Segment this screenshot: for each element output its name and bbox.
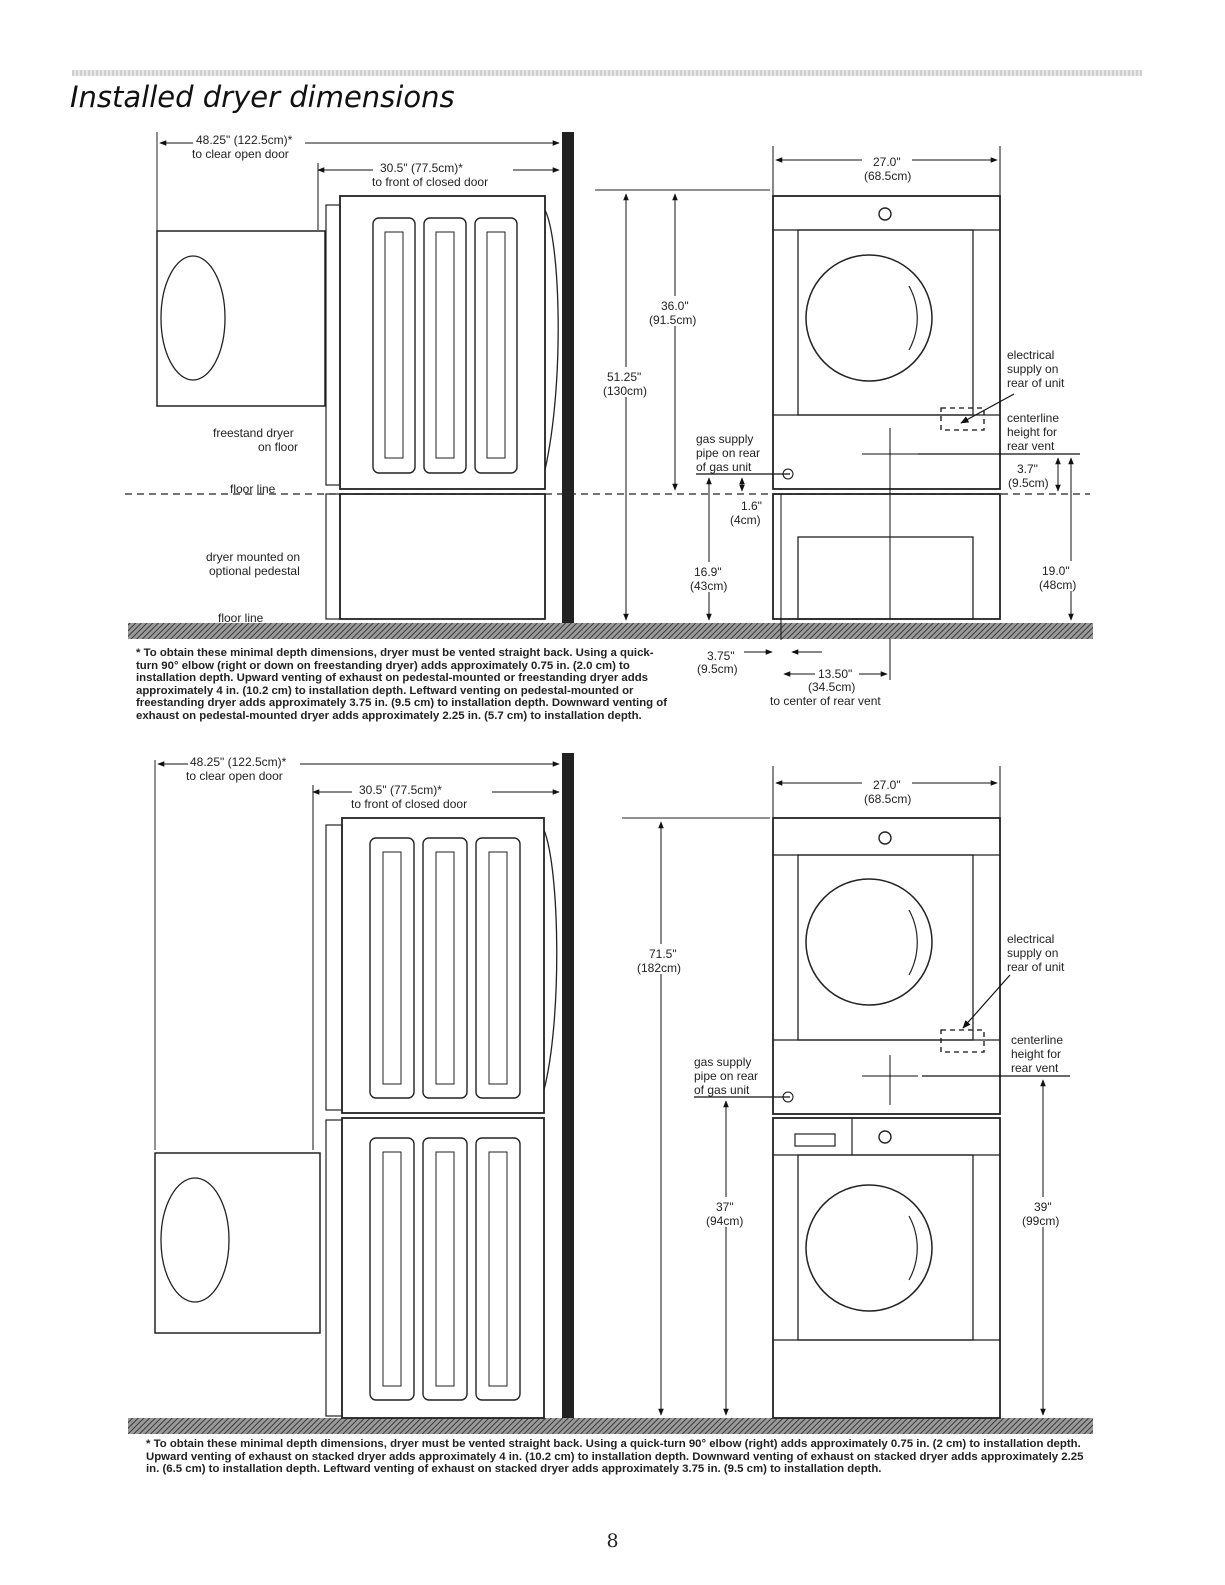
electrical-3: rear of unit [1007, 376, 1065, 390]
height-19-cm: (48cm) [1039, 578, 1076, 592]
width-27-lower-cm: (68.5cm) [864, 792, 911, 806]
washer-side-stacked-bottom [341, 1117, 545, 1419]
height-16-label: 1.6" [741, 499, 762, 513]
height-715-cm: (182cm) [637, 961, 681, 975]
pedestal-label-1: dryer mounted on [206, 550, 300, 564]
dryer-side-upper [339, 195, 546, 490]
centerline-1: centerline [1007, 411, 1059, 425]
height-5125-cm: (130cm) [603, 384, 647, 398]
floor-hatch [128, 623, 1093, 639]
clear-open-door-label: 48.25" (122.5cm)* [196, 133, 293, 147]
front-closed-door-label-lower: 30.5" (77.5cm)* [359, 783, 442, 797]
floor-line-label-2: floor line [218, 611, 264, 625]
front-closed-door-sub-lower: to front of closed door [351, 797, 467, 811]
centerline-2: height for [1007, 425, 1057, 439]
upper-footnote: * To obtain these minimal depth dimensio… [136, 647, 668, 722]
front-closed-door-sub: to front of closed door [372, 175, 488, 189]
open-door [156, 230, 326, 407]
gas-supply-lower-2: pipe on rear [694, 1069, 758, 1083]
height-39-label: 39" [1034, 1200, 1052, 1214]
clear-open-door-label-lower: 48.25" (122.5cm)* [190, 755, 287, 769]
header-rule [72, 70, 1142, 76]
page-number: 8 [606, 1530, 619, 1552]
height-19-label: 19.0" [1042, 564, 1070, 578]
height-37-label: 3.7" [1017, 462, 1038, 476]
depth-375-cm: (9.5cm) [697, 662, 738, 676]
width-27-lower-label: 27.0" [873, 778, 901, 792]
lower-figure: 48.25" (122.5cm)* to clear open door 30.… [128, 753, 1093, 1434]
height-39-cm: (99cm) [1022, 1214, 1059, 1228]
height-37-cm: (9.5cm) [1008, 476, 1049, 490]
pedestal-label-2: optional pedestal [209, 564, 300, 578]
depth-1350-sub: to center of rear vent [770, 694, 881, 708]
height-37in-label: 37" [716, 1200, 734, 1214]
wall [562, 132, 574, 638]
gas-supply-1: gas supply [696, 432, 753, 446]
gas-supply-lower-1: gas supply [694, 1055, 751, 1069]
page-title: Installed dryer dimensions [70, 80, 455, 114]
floor-line-label-1: floor line [230, 482, 276, 496]
height-169-label: 16.9" [694, 565, 722, 579]
electrical-lower-1: electrical [1007, 932, 1054, 946]
height-715-label: 71.5" [649, 947, 677, 961]
depth-375-label: 3.75" [707, 649, 735, 663]
clear-open-door-sub: to clear open door [192, 147, 289, 161]
centerline-lower-1: centerline [1011, 1033, 1063, 1047]
height-5125-label: 51.25" [607, 370, 641, 384]
height-169-cm: (43cm) [690, 579, 727, 593]
gas-supply-3: of gas unit [696, 460, 752, 474]
dryer-side-stacked-top [341, 817, 545, 1114]
electrical-lower-3: rear of unit [1007, 960, 1065, 974]
freestand-label-1: freestand dryer [213, 426, 294, 440]
centerline-lower-2: height for [1011, 1047, 1061, 1061]
height-36-label: 36.0" [661, 299, 689, 313]
gas-supply-lower-3: of gas unit [694, 1083, 750, 1097]
electrical-lower-2: supply on [1007, 946, 1058, 960]
centerline-3: rear vent [1007, 439, 1055, 453]
floor-hatch-lower [128, 1418, 1093, 1434]
height-37in-cm: (94cm) [706, 1214, 743, 1228]
depth-1350-label: 13.50" [818, 667, 852, 681]
electrical-1: electrical [1007, 348, 1054, 362]
upper-figure: 48.25" (122.5cm)* to clear open door 30.… [125, 132, 1093, 708]
pedestal-front [772, 493, 1001, 620]
pedestal-side [339, 493, 546, 620]
depth-1350-cm: (34.5cm) [808, 680, 855, 694]
height-16-cm: (4cm) [730, 513, 761, 527]
gas-supply-2: pipe on rear [696, 446, 760, 460]
freestand-label-2: on floor [258, 440, 298, 454]
width-27-cm: (68.5cm) [864, 169, 911, 183]
washer-front-stacked [772, 1117, 1001, 1419]
width-27-label: 27.0" [873, 155, 901, 169]
lower-footnote: * To obtain these minimal depth dimensio… [146, 1438, 1084, 1476]
front-closed-door-label: 30.5" (77.5cm)* [380, 161, 463, 175]
wall-lower [562, 753, 574, 1433]
electrical-2: supply on [1007, 362, 1058, 376]
height-36-cm: (91.5cm) [649, 313, 696, 327]
centerline-lower-3: rear vent [1011, 1061, 1059, 1075]
clear-open-door-sub-lower: to clear open door [186, 769, 283, 783]
dryer-front-upper [772, 195, 1001, 490]
dryer-front-stacked [772, 817, 1001, 1115]
